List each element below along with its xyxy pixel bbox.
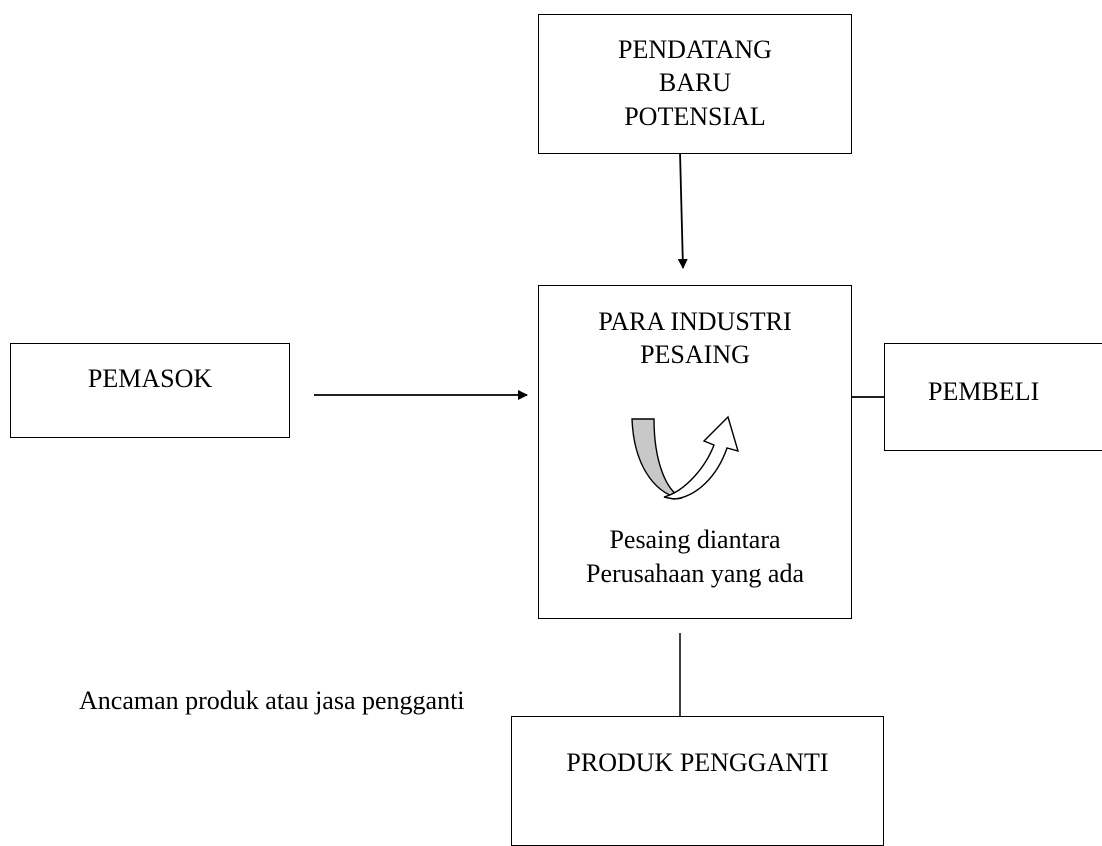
buyers-box: PEMBELI <box>884 343 1102 451</box>
industry-caption-line-1: Pesaing diantara <box>609 525 781 554</box>
industry-title-line-2: PESAING <box>640 340 750 369</box>
rivalry-cycle-icon <box>631 415 740 500</box>
substitute-threat-label: Ancaman produk atau jasa pengganti <box>79 686 465 715</box>
substitutes-label: PRODUK PENGGANTI <box>566 748 829 777</box>
suppliers-box: PEMASOK <box>10 343 290 438</box>
substitutes-box: PRODUK PENGGANTI <box>511 716 884 846</box>
arrow-new-entrants-to-industry <box>677 151 688 269</box>
industry-competitors-box: PARA INDUSTRI PESAING Pesaing diantara P… <box>538 285 852 619</box>
diagram-connectors <box>314 151 884 717</box>
new-entrants-box: PENDATANG BARU POTENSIAL <box>538 14 852 154</box>
buyers-label: PEMBELI <box>928 377 1040 406</box>
new-entrants-line-1: PENDATANG <box>618 35 772 64</box>
industry-caption-line-2: Perusahaan yang ada <box>585 559 805 588</box>
new-entrants-line-3: POTENSIAL <box>624 102 766 131</box>
suppliers-label: PEMASOK <box>87 364 213 393</box>
new-entrants-line-2: BARU <box>658 68 732 97</box>
industry-title-line-1: PARA INDUSTRI <box>598 307 792 336</box>
